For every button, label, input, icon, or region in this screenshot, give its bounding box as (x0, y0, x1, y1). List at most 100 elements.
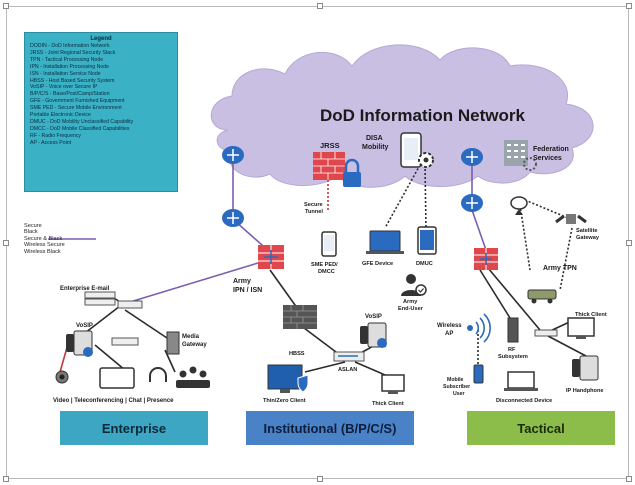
disa-mobility-label: Mobility (362, 144, 389, 151)
legend-item: GFE - Government Furnished Equipment (30, 98, 125, 105)
sme-ped-label-2: DMCC (318, 269, 335, 275)
router-icon (461, 148, 483, 166)
media-gateway-icon (166, 331, 180, 355)
vosip-left-label: VoSIP (76, 323, 93, 329)
rf-subsystem-label: Subsystem (498, 354, 528, 360)
legend-item: HBSS - Host Based Security System (30, 77, 115, 84)
sme-ped-label: SME PED/ (311, 262, 338, 268)
user-icon (401, 274, 427, 296)
brick-wall-icon (283, 305, 317, 329)
legend-title: Legend (90, 36, 112, 42)
laptop-icon (366, 230, 404, 254)
line-key: Secure Black Secure & Black Wireless Sec… (24, 223, 65, 255)
wireless-label: Wireless (437, 323, 462, 329)
mobile-phone-icon (473, 364, 484, 384)
switch-icon (534, 329, 558, 337)
institutional-section: Institutional (B/P/C/S) (246, 411, 414, 445)
subscriber-label: Subscriber (443, 384, 470, 390)
legend-box: Legend DODIN - DoD Information Network J… (24, 32, 178, 192)
tablet-icon (417, 226, 437, 255)
teleconference-icon (99, 367, 135, 389)
federation-label: Federation (533, 146, 569, 153)
secure-tunnel-label: Secure (304, 202, 323, 208)
legend-item: TPN - Tactical Processing Node (30, 56, 104, 63)
line-key-item: Secure (24, 223, 42, 229)
vehicle-icon (527, 289, 557, 304)
resize-handle[interactable] (3, 240, 9, 246)
disconnected-device-label: Disconnected Device (496, 398, 552, 404)
legend-item: RF - Radio Frequency (30, 132, 82, 139)
ip-phone-icon (360, 322, 387, 348)
mobile-device-icon (400, 132, 422, 168)
ip-phone-icon (66, 330, 93, 357)
wireless-ap-label: AP (445, 331, 453, 337)
vosip-mid-label: VoSIP (365, 314, 382, 320)
legend-item: DMUC - DoD Mobility Unclassified Capabil… (30, 118, 134, 125)
resize-handle[interactable] (626, 476, 632, 482)
line-key-item: Wireless Secure (24, 242, 65, 249)
group-icon (176, 366, 210, 388)
line-key-item: Black (24, 229, 38, 236)
resize-handle[interactable] (3, 3, 9, 9)
federation-services-label: Services (533, 155, 562, 162)
satellite-icon (555, 214, 587, 224)
network-switch-icon (333, 351, 365, 362)
router-icon (461, 194, 483, 212)
legend-item: B/P/C/S - Base/Post/Camp/Station (30, 91, 110, 98)
ip-handphone-label: IP Handphone (566, 388, 604, 394)
resize-handle[interactable] (626, 240, 632, 246)
wireless-ap-icon (467, 313, 491, 343)
switch-stack-icon (84, 291, 143, 309)
smartphone-icon (321, 231, 337, 257)
firewall-icon (474, 248, 498, 270)
cloud-title: DoD Information Network (320, 106, 525, 125)
army-end-user-label: Army (403, 299, 418, 305)
media-gateway-label: Media (182, 334, 200, 340)
legend-item: DODIN - DoD Information Network (30, 43, 110, 49)
resize-handle[interactable] (317, 476, 323, 482)
thin-client-label: Thin/Zero Client (263, 398, 306, 404)
rf-label: RF (508, 347, 516, 353)
line-key-item: Secure & Black (24, 235, 63, 242)
legend-item: IPN - Installation Processing Node (30, 63, 110, 70)
enterprise-section: Enterprise (60, 411, 208, 445)
media-gateway-label-2: Gateway (182, 342, 207, 348)
army-end-user-label-2: End-User (398, 306, 424, 312)
resize-handle[interactable] (626, 3, 632, 9)
thick-client-right-label: Thick Client (575, 312, 607, 318)
line-key-item: Wireless Black (24, 248, 61, 255)
enterprise-services-label: Video | Teleconferencing | Chat | Presen… (53, 398, 174, 404)
legend-item: ISN - Installation Service Node (30, 70, 101, 77)
army-label: Army (233, 278, 251, 285)
headset-icon (149, 367, 167, 382)
legend-item: JRSS - Joint Regional Security Stack (30, 49, 116, 56)
gfe-device-label: GFE Device (362, 261, 393, 267)
laptop-icon (504, 371, 538, 391)
aslan-label: ASLAN (338, 367, 357, 373)
jrss-label: JRSS (320, 141, 340, 150)
monitor-icon (267, 364, 309, 393)
firewall-icon (258, 245, 284, 269)
dmuc-label: DMUC (416, 261, 433, 267)
resize-handle[interactable] (3, 476, 9, 482)
thick-client-mid-label: Thick Client (372, 401, 404, 407)
firewall-icon (313, 152, 345, 180)
user-label: User (453, 391, 465, 397)
mobile-label: Mobile (447, 377, 464, 383)
legend-item: DMCC - DoD Mobile Classified Capabilitie… (30, 125, 130, 132)
desktop-icon (567, 317, 595, 339)
legend-item: SME PED - Secure Mobile Environment (30, 105, 122, 112)
router-icon (222, 209, 244, 227)
ip-phone-icon (572, 355, 599, 381)
rf-subsystem-icon (507, 317, 519, 343)
enterprise-email-label: Enterprise E-mail (60, 286, 110, 292)
tactical-section: Tactical (467, 411, 615, 445)
secure-tunnel-label-2: Tunnel (305, 209, 323, 215)
satellite-dish-icon (510, 196, 528, 215)
webcam-icon (55, 370, 69, 384)
legend-item: VoSIP - Voice over Secure IP (30, 84, 98, 91)
satellite-label: Satellite (576, 228, 597, 234)
resize-handle[interactable] (317, 3, 323, 9)
router-icon (222, 146, 244, 164)
